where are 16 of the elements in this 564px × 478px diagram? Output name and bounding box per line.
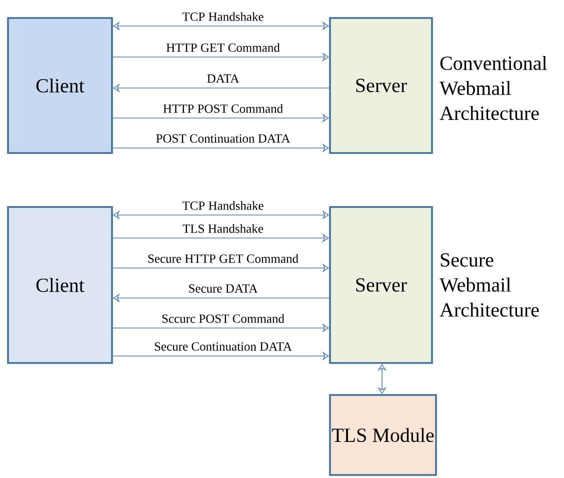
edge-label: DATA — [206, 74, 240, 84]
client-box: Client — [7, 17, 113, 154]
edge-label: HTTP POST Command — [162, 104, 284, 114]
module-box: TLS Module — [329, 394, 437, 476]
server-box: Server — [329, 206, 433, 364]
client-box: Client — [7, 206, 113, 364]
edge-label: TLS Handshake — [182, 224, 264, 234]
edge-label: Secure DATA — [188, 284, 258, 294]
edge-label: HTTP GET Command — [166, 42, 280, 52]
edge-label: TCP Handshake — [182, 12, 264, 22]
edge-label: Secure HTTP GET Command — [147, 254, 300, 264]
edge-label: Sccurc POST Command — [161, 314, 285, 324]
edge-label: TCP Handshake — [182, 200, 264, 210]
edge-label: POST Continuation DATA — [155, 134, 291, 144]
edge-label: Secure Continuation DATA — [154, 342, 292, 352]
server-box: Server — [329, 17, 433, 154]
